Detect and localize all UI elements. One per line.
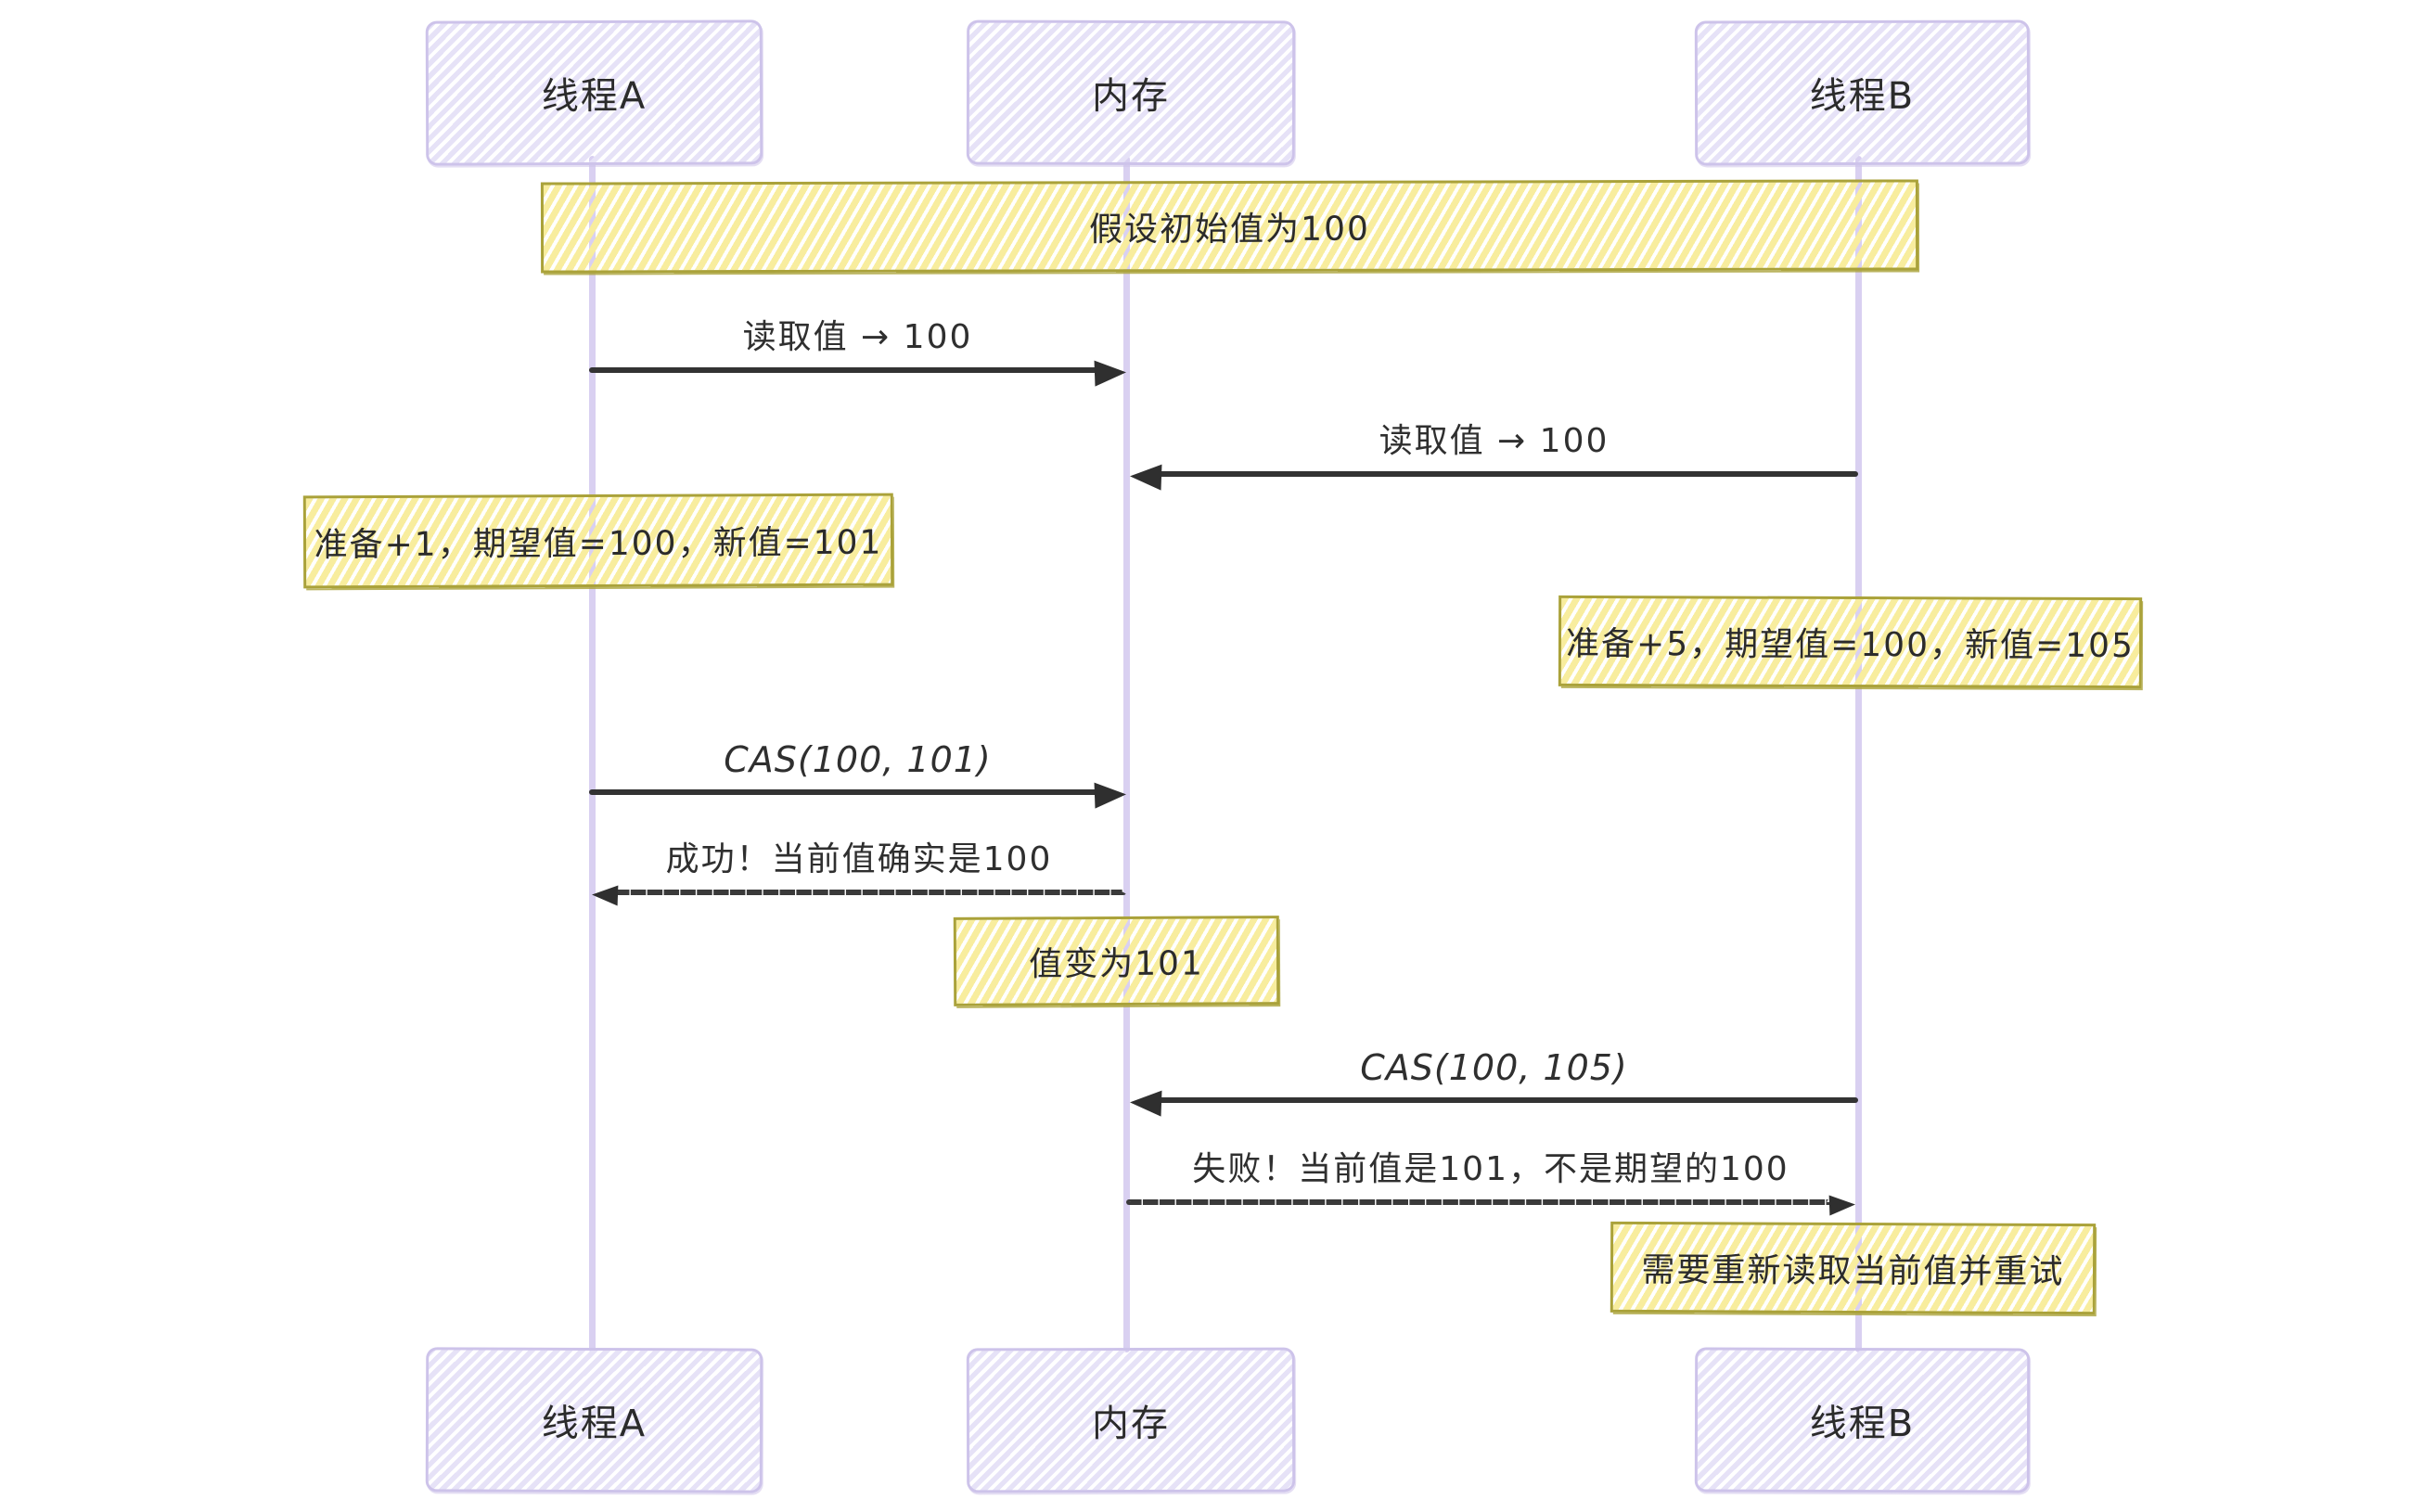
arrowhead-left-icon [1129, 463, 1162, 491]
message-cas-b-line [1156, 1097, 1858, 1103]
arrowhead-right-icon [1828, 1194, 1856, 1216]
message-cas-a-label: CAS(100, 101) [724, 739, 992, 780]
actor-box-memory-bottom: 内存 [966, 1347, 1296, 1493]
message-read-b-line [1156, 471, 1858, 477]
message-cas-b-label: CAS(100, 105) [1360, 1047, 1628, 1088]
message-cas-b-result-label: 失败！当前值是101，不是期望的100 [1192, 1150, 1789, 1188]
message-read-a: 读取值 → 100 [589, 315, 1127, 387]
actor-label-thread-a: 线程A [541, 1402, 648, 1446]
actor-box-thread-b-top: 线程B [1694, 19, 2031, 166]
note-prepare-a-text: 准备+1，期望值=100，新值=101 [314, 523, 883, 565]
arrowhead-right-icon [1094, 359, 1127, 387]
actor-label-thread-a: 线程A [541, 74, 648, 119]
actor-label-memory: 内存 [1091, 1402, 1171, 1446]
message-read-a-label: 读取值 → 100 [742, 318, 973, 356]
note-initial-value-text: 假设初始值为100 [1089, 210, 1370, 250]
message-read-b-label: 读取值 → 100 [1379, 422, 1610, 460]
note-value-changed: 值变为101 [953, 916, 1280, 1006]
actor-box-thread-b-bottom: 线程B [1694, 1347, 2031, 1493]
lifeline-thread-a [589, 156, 596, 1352]
arrowhead-left-icon [1129, 1089, 1162, 1117]
note-value-changed-text: 值变为101 [1029, 944, 1204, 984]
message-cas-a-result-label: 成功！当前值确实是100 [665, 840, 1053, 878]
actor-box-thread-a-bottom: 线程A [425, 1347, 763, 1493]
note-prepare-a: 准备+1，期望值=100，新值=101 [302, 493, 894, 589]
note-prepare-b: 准备+5，期望值=100，新值=105 [1558, 595, 2143, 689]
arrowhead-right-icon [1094, 781, 1127, 809]
message-read-b: 读取值 → 100 [1129, 419, 1858, 491]
actor-label-memory: 内存 [1091, 74, 1171, 119]
lifeline-memory [1123, 156, 1130, 1352]
note-initial-value: 假设初始值为100 [540, 179, 1919, 274]
message-cas-b-result-line [1126, 1199, 1833, 1205]
message-cas-a: CAS(100, 101) [589, 736, 1127, 809]
message-cas-b: CAS(100, 105) [1129, 1044, 1858, 1117]
note-retry-text: 需要重新读取当前值并重试 [1641, 1251, 2065, 1291]
actor-box-thread-a-top: 线程A [425, 19, 763, 166]
actor-label-thread-b: 线程B [1809, 74, 1916, 119]
message-cas-b-result: 失败！当前值是101，不是期望的100 [1126, 1147, 1856, 1216]
actor-label-thread-b: 线程B [1809, 1402, 1916, 1446]
arrowhead-left-icon [591, 884, 619, 906]
message-cas-a-result-line [614, 890, 1126, 895]
lifeline-thread-b [1855, 156, 1862, 1352]
note-retry: 需要重新读取当前值并重试 [1610, 1221, 2097, 1315]
message-read-a-line [589, 367, 1100, 373]
actor-box-memory-top: 内存 [966, 19, 1296, 166]
message-cas-a-result: 成功！当前值确实是100 [591, 838, 1126, 906]
note-prepare-b-text: 准备+5，期望值=100，新值=105 [1565, 624, 2135, 666]
message-cas-a-line [589, 789, 1100, 795]
